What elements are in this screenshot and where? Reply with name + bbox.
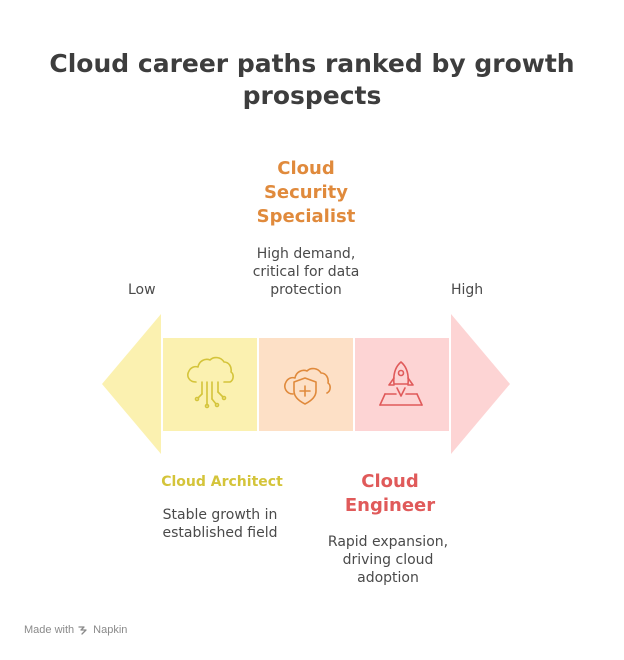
made-with-napkin-footer: Made with Napkin (24, 624, 127, 636)
cloud-shield-icon (284, 367, 331, 405)
cloud-architect-heading: Cloud Architect (122, 470, 322, 494)
security-specialist-description-line-1: High demand, (256, 246, 356, 262)
cloud-architect-description-line-1: Stable growth in (162, 507, 278, 523)
scale-low-label: Low (128, 282, 156, 298)
cloud-engineer-heading-line-2: Engineer (344, 495, 436, 516)
cloud-engineer-description-line-3: adoption (357, 570, 419, 586)
cloud-architect-description: Stable growth in established field (120, 506, 320, 542)
security-specialist-heading: Cloud Security Specialist (206, 157, 406, 229)
scale-high-label: High (451, 282, 484, 298)
cloud-architect-segment (163, 338, 257, 431)
cloud-architect-heading-line-1: Cloud Architect (161, 474, 283, 490)
made-with-label: Made with (24, 624, 75, 636)
security-specialist-description-line-2: critical for data (252, 264, 360, 280)
cloud-engineer-description-line-1: Rapid expansion, (327, 534, 449, 550)
security-specialist-description-line-3: protection (270, 282, 342, 298)
napkin-brand-label: Napkin (93, 624, 128, 636)
security-specialist-segment (259, 338, 353, 431)
cloud-engineer-heading-line-1: Cloud (361, 471, 419, 492)
page-title: Cloud career paths ranked by growth pros… (0, 48, 624, 112)
cloud-engineer-description-line-2: driving cloud (342, 552, 434, 568)
cloud-circuit-icon (187, 356, 234, 409)
security-specialist-heading-line-3: Specialist (256, 206, 356, 227)
napkin-logo-icon (78, 625, 89, 636)
cloud-architect-description-line-2: established field (162, 525, 278, 541)
cloud-engineer-heading: Cloud Engineer (290, 470, 490, 518)
security-specialist-heading-line-2: Security (263, 182, 349, 203)
rocket-launch-icon (379, 361, 423, 406)
page-title-line-2: prospects (242, 81, 382, 110)
cloud-engineer-description: Rapid expansion, driving cloud adoption (288, 533, 488, 587)
low-arrowhead (102, 314, 161, 454)
security-specialist-description: High demand, critical for data protectio… (206, 245, 406, 299)
security-specialist-heading-line-1: Cloud (277, 158, 335, 179)
page-title-line-1: Cloud career paths ranked by growth (49, 49, 575, 78)
high-arrowhead (451, 314, 510, 454)
